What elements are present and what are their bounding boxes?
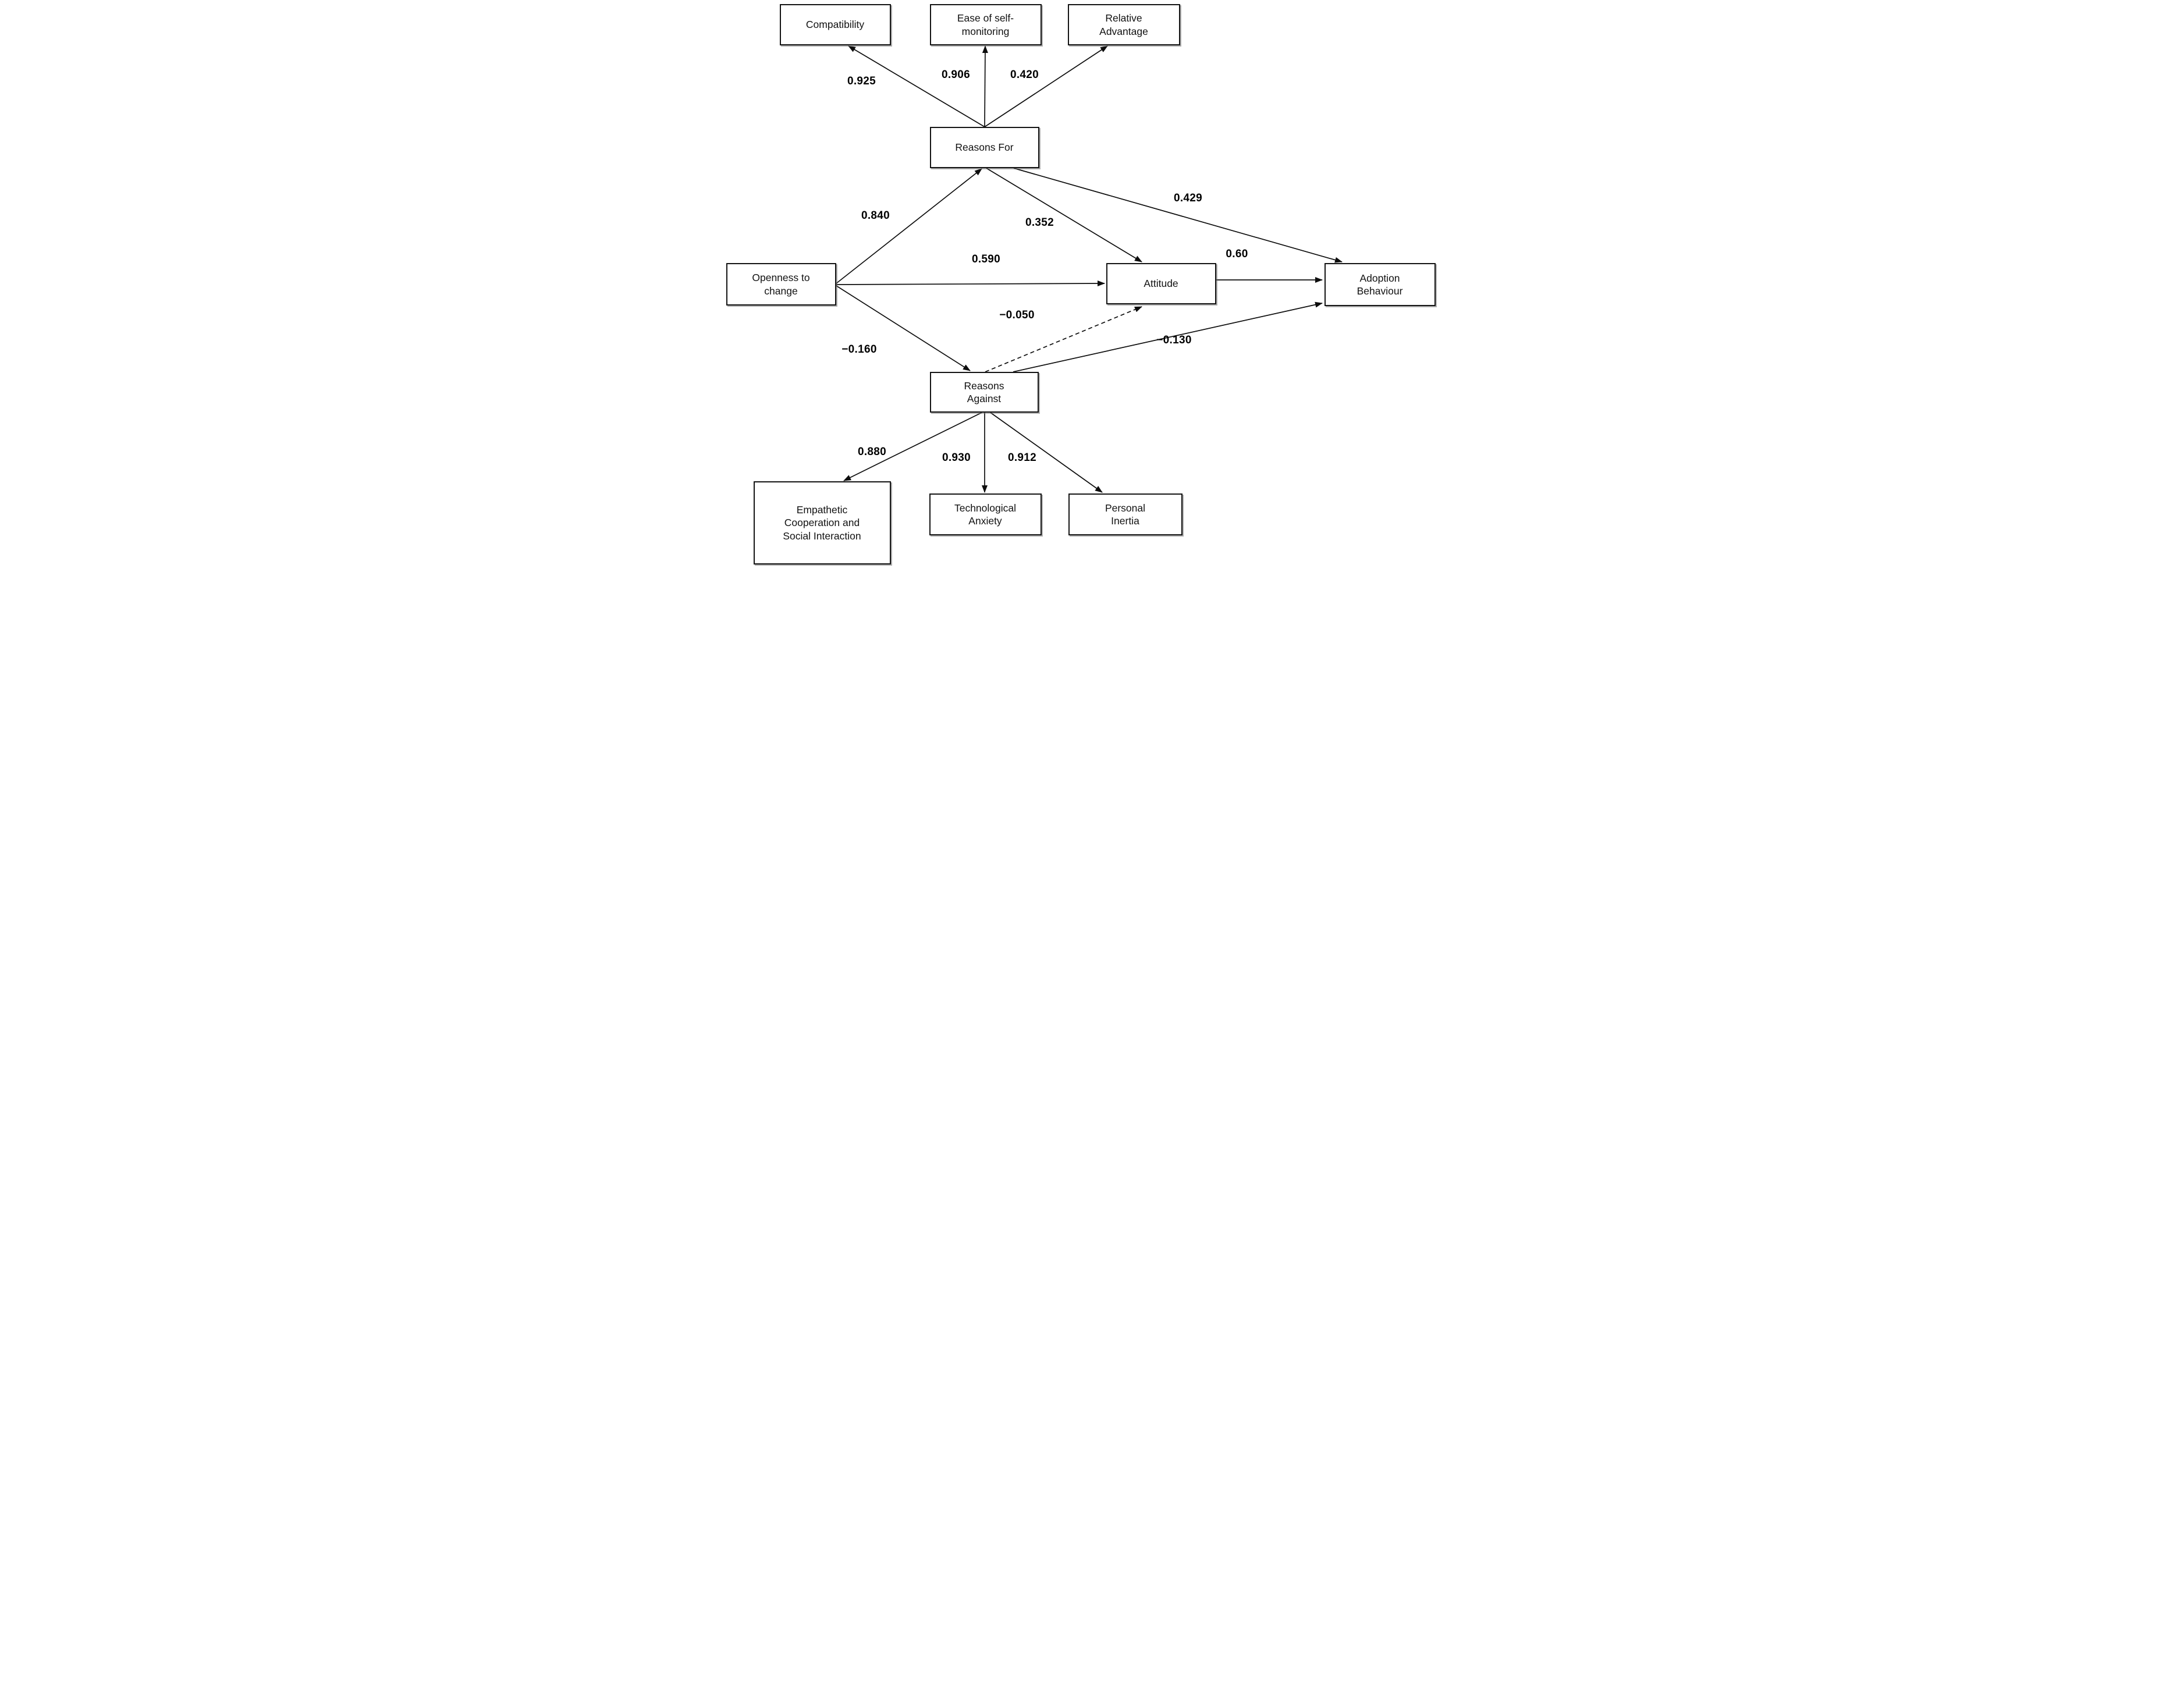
edge-reasons-for-to-attitude xyxy=(986,168,1142,262)
edge-reasons-against-to-personal-inertia xyxy=(990,412,1103,493)
coefficient-label-openness-to-reasons-for: 0.840 xyxy=(861,209,890,222)
path-diagram-canvas: Compatibility Ease of self- monitoring Rel… xyxy=(719,0,1440,569)
node-attitude: Attitude xyxy=(1106,263,1216,304)
edge-reasons-against-to-adoption-behaviour xyxy=(1013,301,1323,372)
coefficient-label-reasons-against-to-personal-inertia: 0.912 xyxy=(1007,452,1037,464)
node-ease-of-self-monitoring: Ease of self- monitoring xyxy=(929,4,1042,45)
edge-reasons-against-to-empathetic-cooperation xyxy=(843,412,982,481)
edge-reasons-for-to-compatibility xyxy=(847,45,985,127)
node-adoption-behaviour: Adoption Behaviour xyxy=(1324,263,1436,306)
coefficient-label-reasons-for-to-compatibility: 0.925 xyxy=(847,75,876,87)
node-empathetic-cooperation: Empathetic Cooperation and Social Intera… xyxy=(753,481,891,564)
node-personal-inertia: Personal Inertia xyxy=(1068,493,1183,535)
edge-openness-to-reasons-for xyxy=(835,168,982,284)
node-reasons-for: Reasons For xyxy=(929,127,1039,168)
coefficient-label-reasons-against-to-attitude: −0.050 xyxy=(999,309,1035,321)
node-compatibility: Compatibility xyxy=(779,4,891,45)
edges-layer xyxy=(835,45,1343,493)
node-technological-anxiety: Technological Anxiety xyxy=(929,493,1042,535)
edge-reasons-for-to-relative-advantage xyxy=(984,45,1108,127)
edge-openness-to-reasons-against xyxy=(836,285,971,371)
coefficient-label-openness-to-reasons-against: −0.160 xyxy=(841,343,877,356)
coefficient-label-reasons-for-to-ease-of-self-monitoring: 0.906 xyxy=(941,69,971,81)
node-reasons-against: Reasons Against xyxy=(929,372,1039,413)
coefficient-label-reasons-for-to-attitude: 0.352 xyxy=(1025,216,1054,229)
coefficient-label-openness-to-attitude: 0.590 xyxy=(971,253,1001,265)
edge-reasons-against-to-attitude xyxy=(985,306,1142,372)
coefficient-label-attitude-to-adoption-behaviour: 0.60 xyxy=(1226,248,1248,260)
coefficient-label-reasons-against-to-adoption-behaviour: −0.130 xyxy=(1156,334,1192,346)
coefficient-label-reasons-against-to-empathetic-cooperation: 0.880 xyxy=(857,446,887,458)
edge-reasons-for-to-adoption-behaviour xyxy=(1013,168,1343,263)
coefficient-label-reasons-for-to-relative-advantage: 0.420 xyxy=(1010,69,1039,81)
coefficient-label-reasons-for-to-adoption-behaviour: 0.429 xyxy=(1173,192,1203,204)
node-openness-to-change: Openness to change xyxy=(726,263,836,306)
coefficient-label-reasons-against-to-technological-anxiety: 0.930 xyxy=(942,452,971,464)
node-relative-advantage: Relative Advantage xyxy=(1067,4,1180,45)
edge-openness-to-attitude xyxy=(836,280,1105,287)
